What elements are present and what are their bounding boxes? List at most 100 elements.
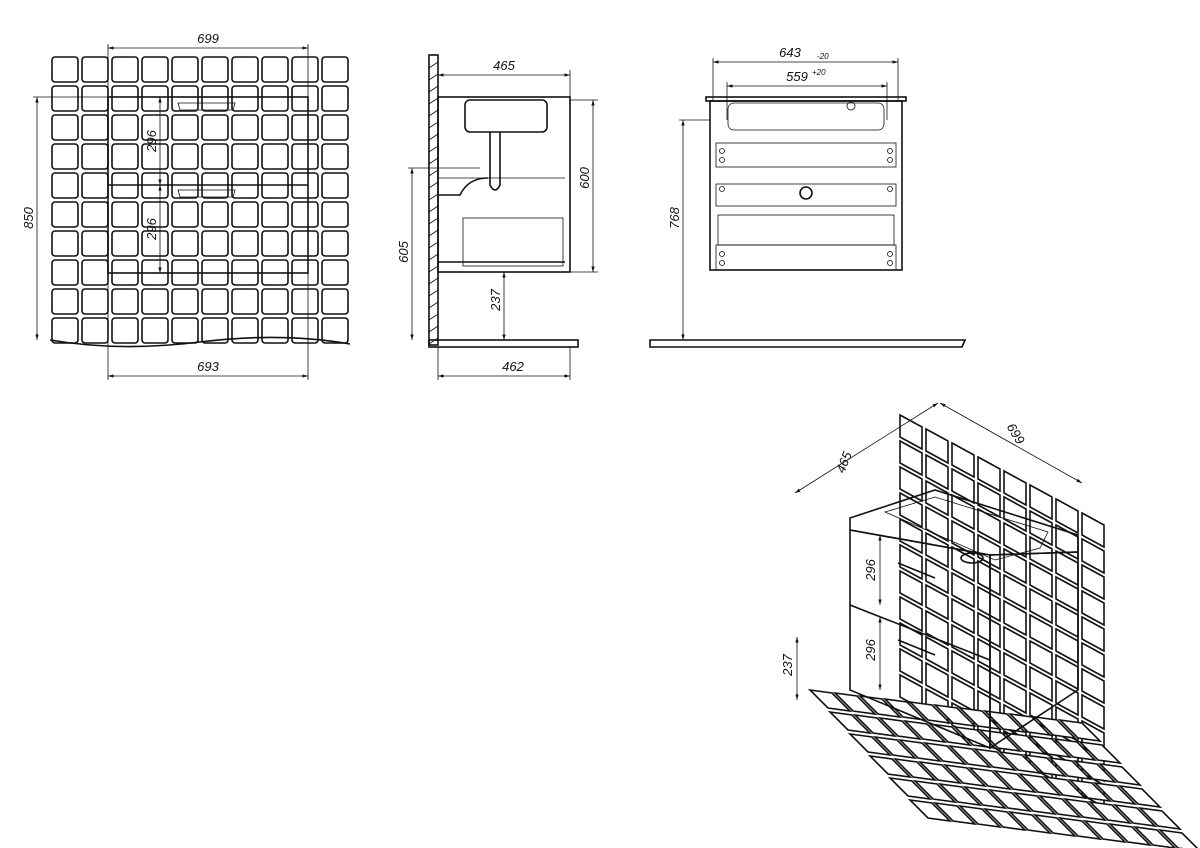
floor-tile [857,694,903,719]
hatch-line [428,205,439,213]
wall-tile [321,317,349,344]
front-wall-tiles [51,56,349,344]
wall-tile [321,172,349,199]
wall-tile [171,230,199,257]
wall-tile [321,85,349,112]
floor-tile [1027,734,1073,759]
dim-floor-clearance: 237 [488,288,503,311]
hatch-line [428,181,439,189]
wall-tile [1081,641,1105,679]
wall-tile [321,288,349,315]
hatch-line [428,313,439,321]
hatch-line [428,169,439,177]
floor-tile [992,769,1038,794]
wall-tile [171,56,199,83]
floor-tile [927,722,973,747]
floor-tile [1042,775,1088,800]
wall-tile [81,230,109,257]
wall-tile [1081,667,1105,705]
front-view: 699 850 296 296 693 [21,31,351,380]
floor-tile [852,713,898,738]
floor-tile [1067,778,1113,803]
floor-tile [912,779,958,804]
dim-width-top: 699 [197,31,219,46]
floor-tile [942,763,988,788]
cabinet-side [437,96,571,273]
floor-tile [1007,810,1053,835]
mounting-hole [719,251,725,257]
floor-tile [1112,803,1158,828]
wall-tile [231,230,259,257]
wall-tile [141,288,169,315]
wall-tile [291,56,319,83]
wall-tile [81,56,109,83]
wall-tile [291,288,319,315]
wall-tile [899,647,923,685]
wall-tile [111,85,139,112]
wall-tile [111,114,139,141]
floor-tile [1092,781,1138,806]
wall-tile [261,56,289,83]
floor-tile [1022,753,1068,778]
hatch-line [428,145,439,153]
wall-tile [1029,613,1053,651]
wall-tile [51,114,79,141]
wall-tile [951,571,975,609]
iso-dim-drawer-lower: 296 [863,638,878,661]
wall-tile [925,609,949,647]
floor-tile [1057,816,1103,841]
hatch-line [428,229,439,237]
floor-tile [847,732,893,757]
floor-tile [1132,825,1177,848]
wall-tile [261,230,289,257]
dim-drawer-upper: 296 [144,129,159,152]
floor-tile [907,700,953,725]
floor-tile [1082,819,1128,844]
wall-tile [201,230,229,257]
wall-tile [899,569,923,607]
wall-tile [1029,639,1053,677]
wall-tile [141,56,169,83]
wall-tile [171,143,199,170]
wall-tile [951,623,975,661]
basin-bowl [883,496,1049,561]
wall-tile [231,317,259,344]
wall-tile [231,114,259,141]
floor-tile [997,750,1043,775]
mounting-hole [887,260,893,266]
floor-tile [1137,806,1183,831]
wall-tile [51,288,79,315]
wall-tile [201,317,229,344]
wall-tile [261,85,289,112]
wall-tile [291,114,319,141]
floor-tile [907,798,953,823]
hatch-line [428,217,439,225]
floor-tile [1032,813,1078,838]
drain-icon [960,552,984,564]
upper-rail [715,142,897,168]
wall-tile [51,230,79,257]
wall-tile [111,317,139,344]
wall-tile [231,201,259,228]
hatch-line [428,241,439,249]
floor-line [49,336,351,348]
wall-tile [171,201,199,228]
iso-dim-depth: 465 [833,449,855,475]
wall-tile [1003,651,1027,689]
dim-cabinet-height: 600 [577,166,592,188]
side-view: 465 600 605 237 462 [396,54,598,380]
wall-tile [977,559,1001,597]
dim-width-bottom: 693 [197,359,219,374]
wall-tile [899,517,923,555]
floor-tile [1012,791,1058,816]
iso-dim-drawer-upper: 296 [863,558,878,581]
floor-tile [1002,731,1048,756]
wall-tile [321,201,349,228]
wall-tile [321,56,349,83]
wall-tile [321,143,349,170]
hatch-line [428,157,439,165]
floor-section [428,339,579,348]
mounting-hole [887,186,893,192]
floor-tile [1072,759,1118,784]
floor-tile [982,709,1028,734]
